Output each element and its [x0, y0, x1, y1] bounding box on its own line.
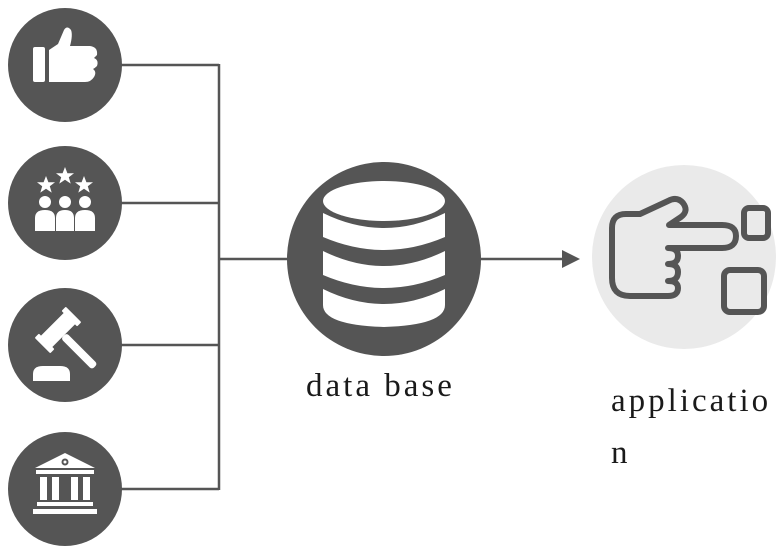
database-node: [287, 162, 481, 356]
rated-people-icon: [35, 167, 95, 231]
source-rated-people: [8, 146, 122, 260]
connector-lines: [120, 63, 580, 491]
database-label: data base: [306, 368, 455, 404]
source-thumbs-up: [8, 8, 122, 122]
application-label-line-1: applicatio: [611, 383, 772, 419]
bank-icon: [33, 453, 97, 514]
database-icon: [323, 181, 445, 327]
gavel-icon: [33, 307, 97, 381]
source-gavel: [8, 288, 122, 402]
source-bank: [8, 432, 122, 546]
application-node: [592, 165, 776, 349]
application-label-line-2: n: [611, 435, 631, 471]
pointing-hand-icon: [609, 195, 771, 315]
thumbs-up-icon: [33, 27, 98, 82]
arrowhead-icon: [562, 250, 580, 268]
application-label: applicatio n: [611, 375, 771, 479]
